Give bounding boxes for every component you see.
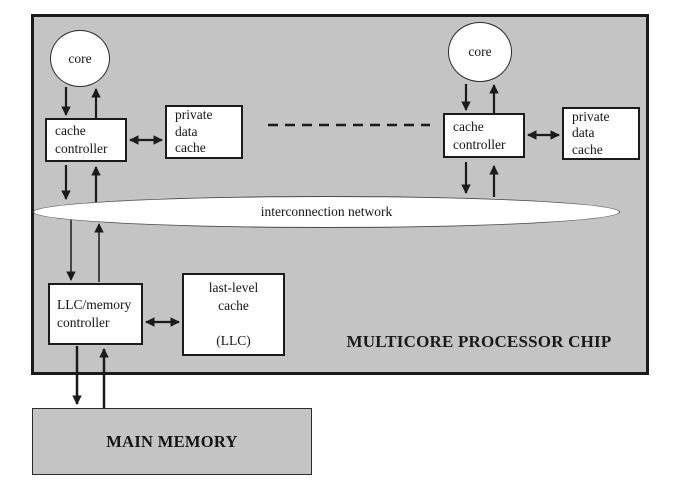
- chip-title: MULTICORE PROCESSOR CHIP: [346, 332, 612, 351]
- core-node-right: core: [448, 22, 512, 82]
- llc-memory-controller-node: LLC/memory controller: [48, 283, 143, 345]
- private-data-cache-right-label: private data cache: [572, 108, 610, 157]
- main-memory-label: MAIN MEMORY: [106, 431, 238, 451]
- private-data-cache-node-left: private data cache: [165, 105, 243, 159]
- private-data-cache-node-right: private data cache: [562, 107, 640, 160]
- interconnection-network-node: interconnection network: [33, 196, 620, 228]
- interconnection-network-label: interconnection network: [260, 204, 393, 220]
- cache-controller-left-label: cache controller: [55, 123, 108, 156]
- llc-memory-controller-label: LLC/memory controller: [57, 297, 132, 330]
- private-data-cache-left-label: private data cache: [175, 107, 213, 156]
- cache-controller-node-left: cache controller: [45, 118, 127, 162]
- last-level-cache-label: last-level cache (LLC): [208, 280, 259, 349]
- main-memory-node: MAIN MEMORY: [32, 408, 312, 475]
- core-right-label: core: [468, 44, 492, 60]
- last-level-cache-node: last-level cache (LLC): [182, 273, 285, 356]
- core-node-left: core: [50, 30, 110, 87]
- cache-controller-right-label: cache controller: [453, 118, 506, 152]
- core-left-label: core: [68, 50, 92, 66]
- cache-controller-node-right: cache controller: [443, 113, 525, 158]
